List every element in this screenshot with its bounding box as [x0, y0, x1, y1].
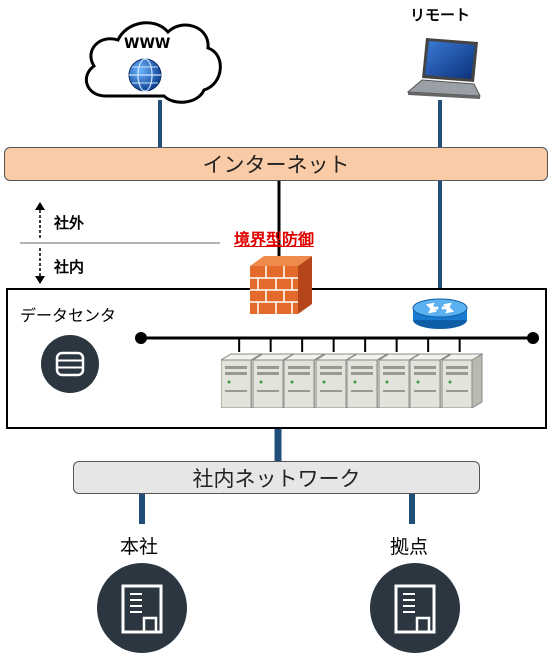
internet-bar: インターネット [4, 147, 548, 181]
internet-label: インターネット [202, 153, 350, 177]
headquarters-label: 本社 [120, 536, 159, 558]
remote-label: リモート [410, 6, 471, 24]
headquarters-building-icon [97, 563, 187, 653]
branch-label: 拠点 [390, 536, 429, 558]
globe-icon [128, 58, 162, 92]
internal-network-bar: 社内ネットワーク [73, 461, 480, 494]
outside-label: 社外 [54, 214, 85, 232]
internal-network-label: 社内ネットワーク [192, 466, 361, 491]
inside-arrow [35, 248, 45, 284]
branch-building-icon [370, 563, 460, 653]
perimeter-defense-label: 境界型防御 [234, 230, 315, 249]
www-label: WWW [124, 36, 171, 52]
database-icon [41, 335, 99, 393]
inside-label: 社内 [54, 258, 85, 276]
router-icon [412, 298, 468, 329]
firewall-icon [250, 256, 312, 314]
data-center-label: データセンタ [20, 306, 117, 325]
outside-arrow [35, 202, 45, 238]
laptop-icon [406, 38, 481, 99]
server-icon [441, 353, 483, 408]
